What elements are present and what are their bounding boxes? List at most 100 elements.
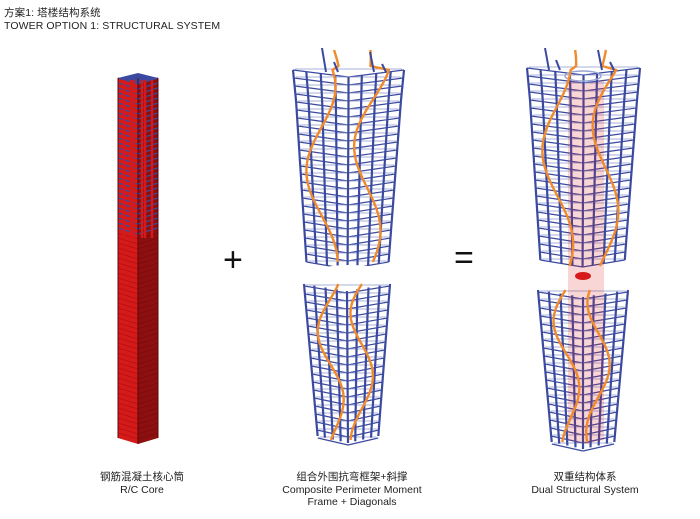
floor-beam (347, 437, 379, 446)
core-floor-line (117, 287, 139, 295)
core-floor-line (137, 252, 159, 260)
plus-operator: + (223, 241, 243, 279)
column (377, 283, 392, 437)
core-floor-line (117, 237, 139, 245)
column (362, 287, 370, 440)
core-floor-line (137, 372, 159, 380)
core-floor-line (117, 272, 139, 280)
column (313, 285, 327, 438)
core-floor-line (137, 272, 159, 280)
title-en: TOWER OPTION 1: STRUCTURAL SYSTEM (4, 20, 221, 32)
core-floor-line (117, 252, 139, 260)
core-floor-line (137, 377, 159, 385)
column (319, 73, 329, 266)
core-floor-line (117, 392, 139, 400)
core-floor-line (137, 292, 159, 300)
column (536, 289, 553, 443)
diagonal-brace (305, 49, 340, 263)
crown-mast (555, 59, 561, 71)
core-transfer-node (575, 272, 591, 280)
core-floor-line (137, 402, 159, 410)
column (571, 295, 577, 448)
core-floor-line (137, 257, 159, 265)
core-floor-line (117, 352, 139, 360)
column (305, 71, 318, 264)
core-floor-line (117, 242, 139, 250)
diagonal-brace (591, 49, 620, 267)
core-floor-line (137, 347, 159, 355)
caption-core-en: R/C Core (120, 483, 164, 496)
column (605, 291, 619, 444)
column (547, 291, 561, 444)
caption-dual: 双重结构体系 Dual Structural System (475, 471, 695, 496)
core-floor-line (137, 367, 159, 375)
diagonal-brace (541, 49, 578, 267)
core-floor-line (117, 377, 139, 385)
caption-core: 钢筋混凝土核心筒 R/C Core (32, 471, 252, 496)
caption-frame-cn: 组合外围抗弯框架+斜撑 (296, 471, 408, 483)
core-floor-line (137, 357, 159, 365)
core-floor-line (117, 417, 139, 425)
core-floor-line (137, 352, 159, 360)
core-floor-line (137, 417, 159, 425)
core-floor-line (137, 342, 159, 350)
core-floor-line (117, 372, 139, 380)
inner-core-glow (568, 80, 604, 444)
core-floor-line (117, 297, 139, 305)
core-floor-line (117, 432, 139, 440)
caption-dual-en: Dual Structural System (531, 483, 639, 496)
core-floor-line (137, 317, 159, 325)
floor-beam (582, 443, 615, 452)
core-floor-line (117, 387, 139, 395)
column (623, 67, 642, 261)
diagonal-brace (349, 283, 375, 441)
core-floor-line (137, 327, 159, 335)
core-walls (117, 78, 159, 444)
core-floor-line (117, 247, 139, 255)
caption-core-cn: 钢筋混凝土核心筒 (100, 471, 184, 483)
column (559, 293, 569, 446)
core-floor-line (137, 337, 159, 345)
floor-beam (317, 437, 349, 446)
core-floor-line (137, 237, 159, 245)
crown-mast (381, 63, 387, 73)
diagonal-brace (352, 49, 391, 263)
core-floor-line (117, 402, 139, 410)
core-floor-line (137, 287, 159, 295)
core-floor-line (137, 432, 159, 440)
core-floor-line (117, 317, 139, 325)
core-floor-line (117, 342, 139, 350)
core-floor-line (137, 362, 159, 370)
crown-mast (609, 61, 615, 71)
core-floor-line (117, 332, 139, 340)
column (525, 67, 542, 261)
column (589, 295, 595, 448)
diagonal-brace (585, 289, 611, 443)
caption-dual-cn: 双重结构体系 (553, 471, 617, 483)
column (291, 69, 308, 263)
core-floor-line (117, 307, 139, 315)
core-floor-line (117, 422, 139, 430)
column (369, 285, 381, 438)
core-floor-line (137, 322, 159, 330)
core-floor-line (117, 267, 139, 275)
column (597, 293, 607, 446)
title-cn: 方案1: 塔楼结构系统 (4, 7, 101, 19)
diagonal-brace (316, 283, 345, 441)
rc-core-tower (117, 73, 159, 444)
core-floor-line (117, 382, 139, 390)
core-floor-line (117, 322, 139, 330)
crown-mast (333, 61, 339, 73)
crown-tips (321, 47, 387, 73)
diagonal-braces (541, 49, 620, 443)
setback-gap (320, 265, 380, 275)
crown-mast (544, 47, 550, 71)
diagonal-brace (552, 289, 581, 443)
perimeter-frame-tower (291, 47, 406, 446)
core-floor-line (117, 367, 139, 375)
core-floor-line (137, 302, 159, 310)
columns (291, 69, 406, 444)
core-floor-line (137, 297, 159, 305)
crown-ring (564, 70, 602, 82)
core-floor-line (137, 427, 159, 435)
